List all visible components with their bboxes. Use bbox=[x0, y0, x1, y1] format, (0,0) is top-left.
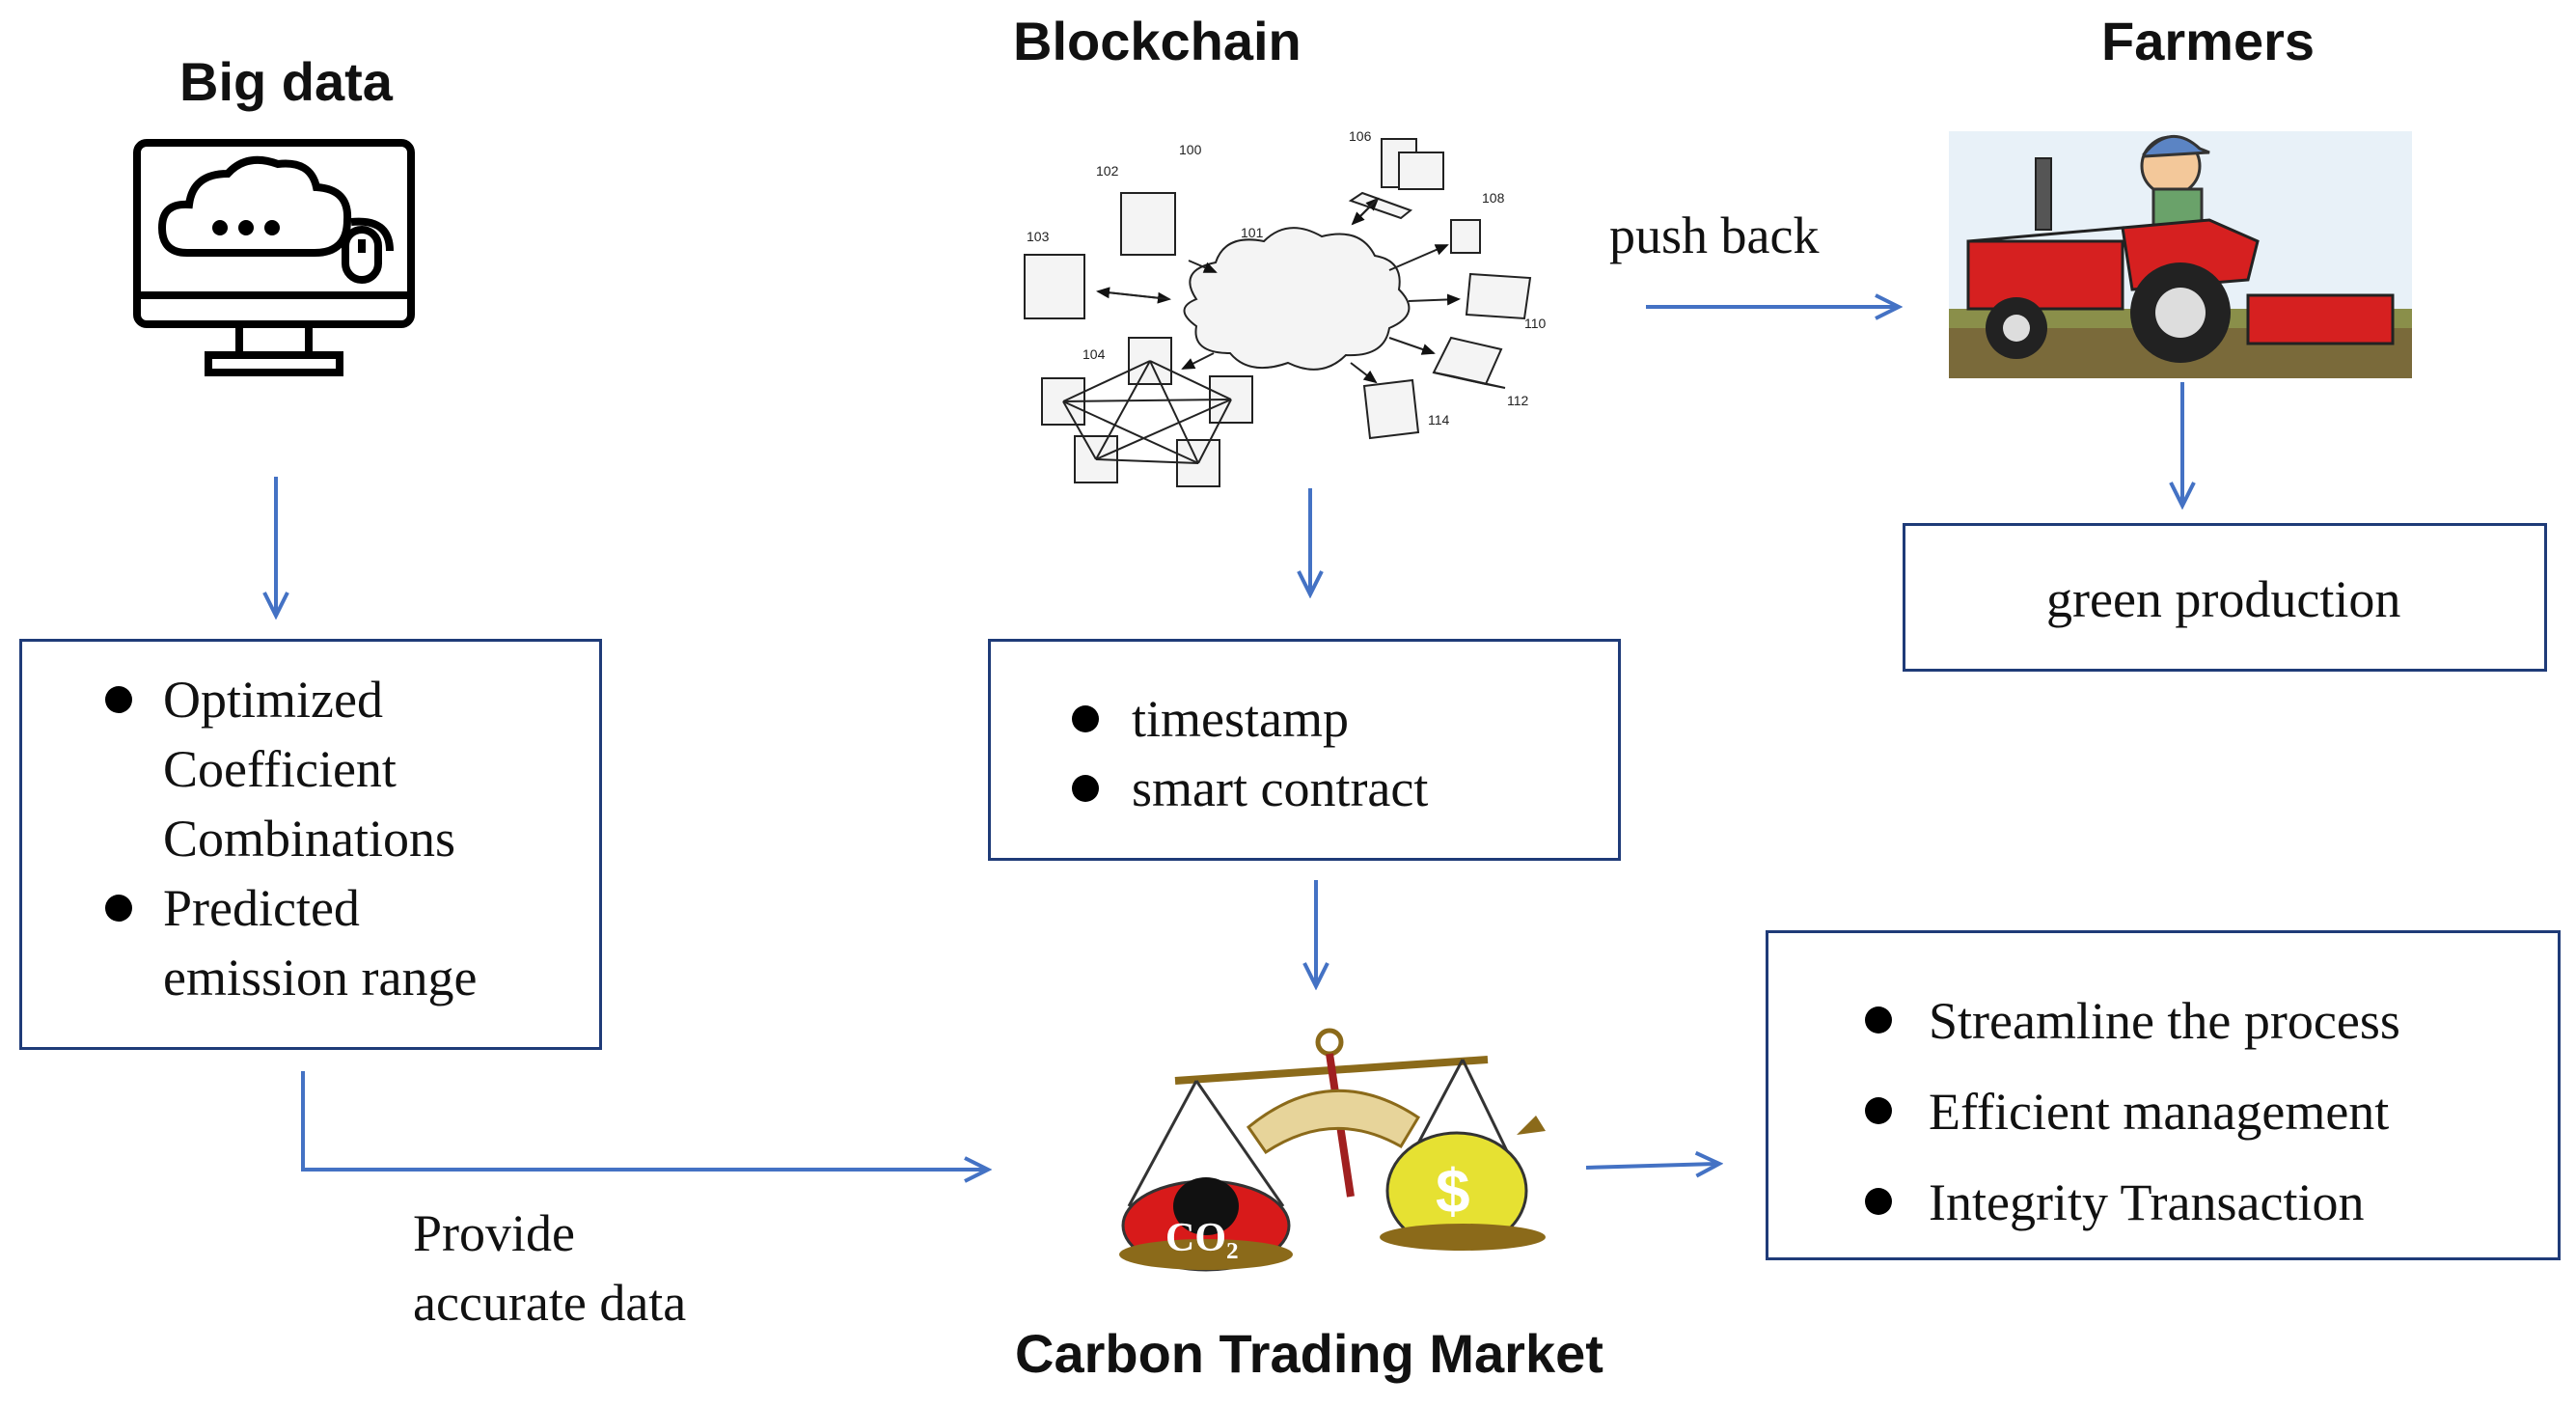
net-label-112: 112 bbox=[1507, 393, 1529, 408]
bullet-integrity-transaction: Integrity Transaction bbox=[1865, 1157, 2400, 1248]
bullet-smart-contract: smart contract bbox=[1068, 754, 1428, 823]
push-back-label: push back bbox=[1609, 207, 1820, 264]
bullet-timestamp: timestamp bbox=[1068, 684, 1428, 754]
net-label-100: 100 bbox=[1179, 142, 1202, 157]
flow-arrows bbox=[276, 307, 2182, 1170]
bullet-optimized-coefficient: Optimized Coefficient Combinations bbox=[99, 665, 477, 873]
blockchain-box: timestamp smart contract bbox=[988, 639, 1621, 861]
cloud-dots bbox=[212, 220, 280, 235]
net-label-104: 104 bbox=[1082, 346, 1106, 362]
bullet-predicted-emission: Predicted emission range bbox=[99, 873, 477, 1012]
arrow-provide-data bbox=[301, 1071, 986, 1170]
carbon-scale-icon: CO₂ $ bbox=[1119, 1028, 1546, 1272]
monitor-cloud-icon bbox=[133, 139, 415, 376]
green-production-box: green production bbox=[1903, 523, 2547, 672]
net-label-110: 110 bbox=[1524, 316, 1547, 331]
provide-label-line1: Provide bbox=[413, 1204, 575, 1262]
net-label-114: 114 bbox=[1428, 412, 1450, 427]
provide-label-line2: accurate data bbox=[413, 1274, 687, 1332]
co2-label: CO₂ bbox=[1165, 1216, 1239, 1260]
tractor-farmer-icon bbox=[1949, 131, 2412, 378]
big-data-heading: Big data bbox=[179, 51, 393, 112]
bullet-streamline: Streamline the process bbox=[1865, 976, 2400, 1066]
bullet-efficient-management: Efficient management bbox=[1865, 1066, 2400, 1157]
green-production-text: green production bbox=[2046, 570, 2401, 628]
arrow-market-to-benefits bbox=[1585, 1164, 1717, 1168]
coin-label: $ bbox=[1436, 1156, 1470, 1226]
net-label-108: 108 bbox=[1482, 190, 1505, 206]
blockchain-heading: Blockchain bbox=[1013, 11, 1302, 71]
net-label-103: 103 bbox=[1027, 229, 1050, 244]
net-label-102: 102 bbox=[1096, 163, 1119, 179]
net-label-101: 101 bbox=[1241, 225, 1264, 240]
net-label-106: 106 bbox=[1349, 128, 1372, 144]
blockchain-network-icon bbox=[1024, 138, 1532, 487]
carbon-trading-market-heading: Carbon Trading Market bbox=[1015, 1323, 1603, 1384]
market-benefits-box: Streamline the process Efficient managem… bbox=[1766, 930, 2561, 1260]
farmers-heading: Farmers bbox=[2101, 11, 2316, 71]
big-data-box: Optimized Coefficient Combinations Predi… bbox=[19, 639, 602, 1050]
